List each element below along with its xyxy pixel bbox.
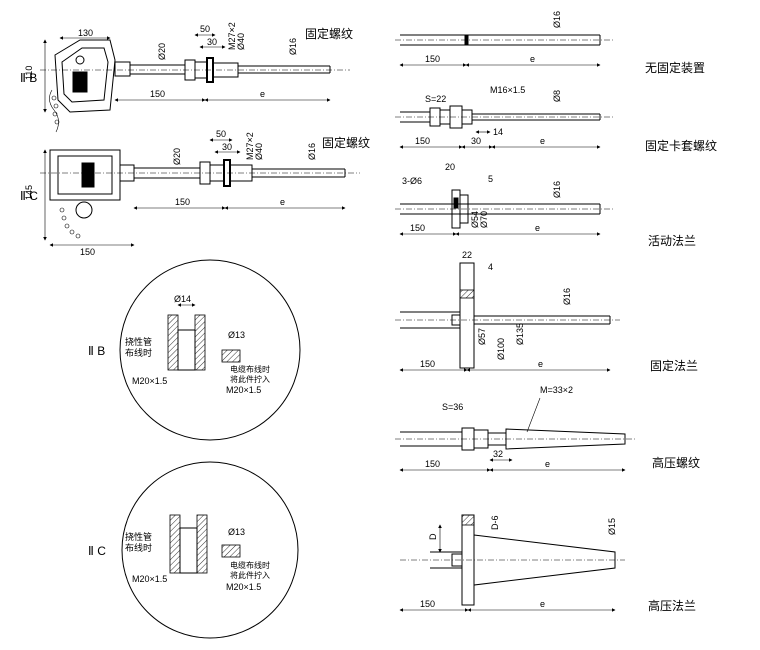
fixture-fixed-d57: Ø57 bbox=[477, 328, 487, 345]
dim-mid-width: 150 bbox=[80, 247, 95, 257]
fixture-hp-flange-label: 高压法兰 bbox=[648, 598, 696, 613]
fixture-hp-thread: M=33×2 S=36 32 150 e 高压螺纹 bbox=[395, 385, 700, 472]
fixture-fixed-d100: Ø100 bbox=[496, 338, 506, 360]
fixture-hp-flange-d15: Ø15 bbox=[607, 518, 617, 535]
detail-c: Ⅱ C 挠性管 布线时 M20×1.5 Ø13 电缆布线时 将此件拧入 M20×… bbox=[88, 461, 299, 639]
dim-mid-30: 30 bbox=[222, 142, 232, 152]
detail-b-variant: Ⅱ B bbox=[88, 344, 105, 358]
fixture-fixed-150: 150 bbox=[420, 359, 435, 369]
dim-mid-e: e bbox=[280, 197, 285, 207]
assembly-top: 130 110 Ⅱ B Ø20 50 30 M27×2 Ø40 Ø16 固定螺纹… bbox=[20, 22, 353, 133]
label-mid: 固定螺纹 bbox=[322, 135, 370, 150]
fixture-ferrule-d8: Ø8 bbox=[552, 90, 562, 102]
fixture-fixed-4: 4 bbox=[488, 262, 493, 272]
detail-c-variant: Ⅱ C bbox=[88, 544, 106, 558]
detail-b-right-1: 电缆布线时 bbox=[230, 364, 270, 374]
assembly-mid: 145 Ⅱ C Ø20 50 30 M27×2 Ø40 Ø16 固定螺纹 150… bbox=[20, 129, 370, 257]
fixture-fixed-d16: Ø16 bbox=[562, 288, 572, 305]
dim-top-height: 110 bbox=[24, 66, 34, 80]
dim-top-d20: Ø20 bbox=[157, 43, 167, 60]
fixture-fixed-d135: Ø135 bbox=[515, 323, 525, 345]
dim-mid-d16: Ø16 bbox=[307, 143, 317, 160]
fixture-loose-d54: Ø54 bbox=[470, 211, 480, 228]
fixture-hp-flange-d: D bbox=[428, 533, 438, 540]
variant-mid: Ⅱ C bbox=[20, 189, 38, 203]
dim-top-d40: Ø40 bbox=[236, 33, 246, 50]
fixture-none-e: e bbox=[530, 54, 535, 64]
fixture-ferrule-e: e bbox=[540, 136, 545, 146]
fixture-fixed-22: 22 bbox=[462, 250, 472, 260]
fixture-hp-thread-s: S=36 bbox=[442, 402, 463, 412]
detail-b-right-2: 将此件拧入 bbox=[230, 374, 270, 384]
detail-b-note-2: 布线时 bbox=[125, 347, 152, 358]
dim-mid-d40: Ø40 bbox=[254, 143, 264, 160]
fixture-hp-flange-150: 150 bbox=[420, 599, 435, 609]
fixture-hp-thread-m: M=33×2 bbox=[540, 385, 573, 395]
fixture-loose-d70: Ø70 bbox=[479, 211, 489, 228]
fixture-none-150: 150 bbox=[425, 54, 440, 64]
dim-top-width: 130 bbox=[78, 28, 93, 38]
variant-top: Ⅱ B bbox=[20, 71, 37, 85]
fixture-hp-flange-e: e bbox=[540, 599, 545, 609]
dim-top-d16: Ø16 bbox=[288, 38, 298, 55]
fixture-ferrule-30: 30 bbox=[471, 136, 481, 146]
fixture-loose-150: 150 bbox=[410, 223, 425, 233]
dim-mid-50: 50 bbox=[216, 129, 226, 139]
detail-c-circle bbox=[121, 461, 299, 639]
dim-mid-height: 145 bbox=[24, 185, 34, 200]
fixture-ferrule-150: 150 bbox=[415, 136, 430, 146]
fixture-loose-5: 5 bbox=[488, 174, 493, 184]
fixture-hp-thread-e: e bbox=[545, 459, 550, 469]
detail-b-circle bbox=[119, 259, 301, 441]
fixture-loose-e: e bbox=[535, 223, 540, 233]
fixture-hp-thread-150: 150 bbox=[425, 459, 440, 469]
fixture-hp-flange-dd: D-6 bbox=[490, 515, 500, 530]
detail-c-right-1: 电缆布线时 bbox=[230, 560, 270, 570]
detail-c-note-2: 布线时 bbox=[125, 542, 152, 553]
dim-mid-d20: Ø20 bbox=[172, 148, 182, 165]
dim-top-m27: M27×2 bbox=[227, 22, 237, 50]
label-top: 固定螺纹 bbox=[305, 26, 353, 41]
detail-b-thread-left: M20×1.5 bbox=[132, 376, 167, 386]
detail-b-d13: Ø13 bbox=[228, 330, 245, 340]
fixture-hp-thread-label: 高压螺纹 bbox=[652, 455, 700, 470]
fixture-fixed-flange: 22 4 Ø16 Ø57 Ø100 Ø135 150 e 固定法兰 bbox=[395, 250, 698, 373]
detail-b-d14: Ø14 bbox=[174, 294, 191, 304]
fixture-hp-flange: D D-6 Ø15 150 e 高压法兰 bbox=[399, 514, 696, 613]
fixture-ferrule-thread: M16×1.5 bbox=[490, 85, 525, 95]
fixture-fixed-e: e bbox=[538, 359, 543, 369]
fixture-loose-label: 活动法兰 bbox=[648, 234, 696, 248]
fixture-ferrule-14: 14 bbox=[493, 127, 503, 137]
junction-head-top bbox=[49, 39, 131, 133]
dim-top-150: 150 bbox=[150, 89, 165, 99]
detail-c-thread-left: M20×1.5 bbox=[132, 574, 167, 584]
detail-b: Ⅱ B Ø14 挠性管 布线时 M20×1.5 Ø13 电缆布线时 将此件拧入 … bbox=[88, 259, 301, 441]
junction-head-mid bbox=[49, 149, 135, 239]
dim-top-30: 30 bbox=[207, 37, 217, 47]
detail-c-thread-right: M20×1.5 bbox=[226, 582, 261, 592]
fixture-ferrule-s: S=22 bbox=[425, 94, 446, 104]
fixture-fixed-label: 固定法兰 bbox=[650, 358, 698, 373]
dim-mid-150: 150 bbox=[175, 197, 190, 207]
detail-c-note-1: 挠性管 bbox=[125, 531, 152, 542]
fixture-ferrule: S=22 M16×1.5 Ø8 14 150 30 e 固定卡套螺纹 bbox=[395, 85, 717, 153]
dim-top-50: 50 bbox=[200, 24, 210, 34]
detail-c-right-2: 将此件拧入 bbox=[230, 570, 270, 580]
fixture-none-d16: Ø16 bbox=[552, 11, 562, 28]
fixture-loose-holes: 3-Ø6 bbox=[402, 176, 422, 186]
fixture-loose-d16: Ø16 bbox=[552, 181, 562, 198]
fixture-loose-20: 20 bbox=[445, 162, 455, 172]
fixture-none-label: 无固定装置 bbox=[645, 60, 705, 75]
fixture-hp-thread-32: 32 bbox=[493, 449, 503, 459]
fixture-loose-flange: 20 3-Ø6 5 Ø16 Ø54 Ø70 150 e 活动法兰 bbox=[395, 162, 696, 248]
fixture-ferrule-label: 固定卡套螺纹 bbox=[645, 138, 717, 153]
detail-c-d13: Ø13 bbox=[228, 527, 245, 537]
dim-top-e: e bbox=[260, 89, 265, 99]
detail-b-thread-right: M20×1.5 bbox=[226, 385, 261, 395]
detail-b-note-1: 挠性管 bbox=[125, 336, 152, 347]
fixture-none: Ø16 150 e 无固定装置 bbox=[395, 11, 705, 75]
dim-mid-m27: M27×2 bbox=[245, 132, 255, 160]
